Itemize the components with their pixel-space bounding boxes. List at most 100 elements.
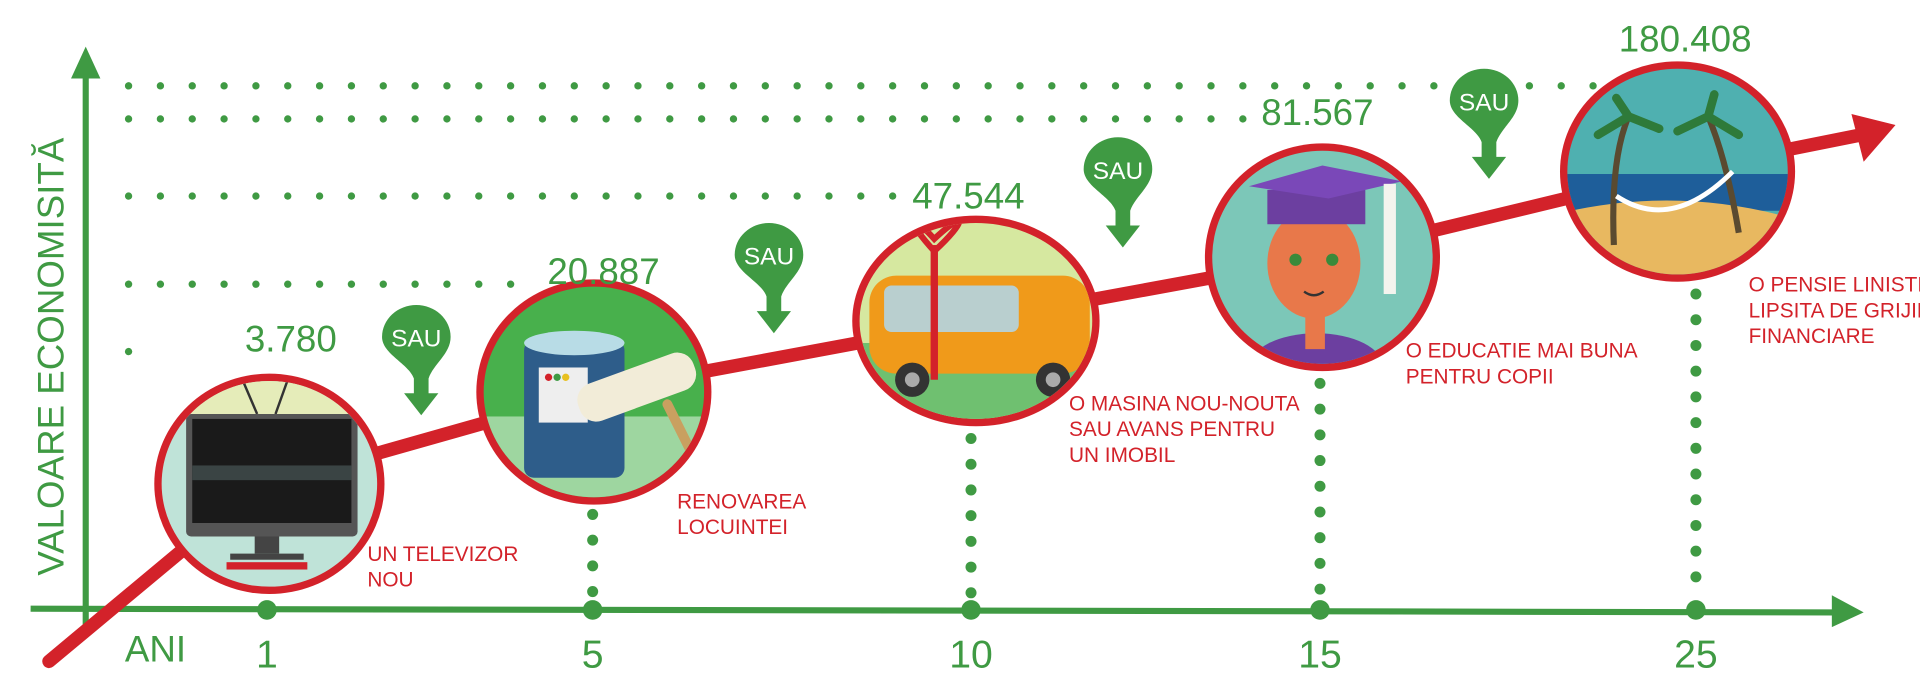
guide-dot (634, 192, 642, 200)
guide-dot (188, 192, 196, 200)
guide-dot (1080, 115, 1088, 123)
goal-caption: RENOVAREA (677, 490, 806, 513)
guide-dot (761, 192, 769, 200)
guide-dot (1111, 82, 1120, 90)
drop-dot (1314, 557, 1326, 569)
guide-dot (1398, 82, 1406, 90)
guide-dot (729, 115, 738, 123)
guide-dot (1111, 115, 1120, 123)
guide-dot (1430, 82, 1438, 90)
goal-caption: O MASINA NOU-NOUTA (1069, 392, 1300, 415)
guide-dot (315, 280, 324, 288)
value-label: 180.408 (1619, 19, 1752, 60)
drop-dot (587, 560, 599, 572)
guide-dot (1143, 82, 1152, 90)
guide-dot (506, 82, 515, 90)
x-tick-label: 5 (582, 633, 604, 676)
guide-dot (188, 115, 196, 123)
guide-dot (793, 192, 801, 200)
guide-dot (252, 192, 260, 200)
paint-can-icon (476, 279, 712, 505)
guide-dot (411, 115, 419, 123)
value-label: 81.567 (1261, 92, 1373, 133)
guide-dot (156, 280, 165, 288)
guide-dot (475, 280, 483, 288)
guide-dot (1175, 115, 1183, 123)
x-tick-label: 15 (1298, 633, 1342, 676)
sau-bubble: SAU (1083, 137, 1153, 248)
sau-label: SAU (391, 326, 441, 353)
guide-dot (888, 192, 897, 200)
drop-dot (1314, 532, 1326, 544)
guide-dot (411, 280, 419, 288)
guide-dot (347, 280, 356, 288)
y-axis-label: VALOARE ECONOMISITĂ (31, 137, 72, 575)
y-axis-arrow-icon (71, 46, 101, 79)
drop-dot (965, 433, 977, 445)
guide-dot (825, 115, 833, 123)
drop-dot (1314, 403, 1326, 415)
guide-dot (379, 115, 387, 123)
guide-dot (857, 82, 865, 90)
guide-dot (411, 82, 419, 90)
x-axis-arrow-icon (1831, 595, 1864, 628)
x-axis (30, 595, 1864, 628)
drop-dot (1314, 583, 1326, 595)
guide-dot (284, 280, 292, 288)
value-label: 3.780 (245, 319, 337, 360)
guide-dot (857, 192, 865, 200)
guide-dot (220, 192, 228, 200)
drop-dot (1690, 417, 1702, 429)
guide-dot (1175, 82, 1183, 90)
guide-dot (124, 192, 133, 200)
guide-dot (379, 82, 387, 90)
guide-dot (1366, 82, 1374, 90)
drop-dot (965, 587, 977, 599)
guide-dot (1048, 115, 1056, 123)
down-arrow-icon (382, 305, 451, 416)
sau-label: SAU (1093, 158, 1143, 185)
guide-dot (952, 115, 960, 123)
guide-dot (506, 192, 515, 200)
drop-dot (1314, 455, 1326, 467)
guide-dot (634, 115, 642, 123)
guide-dot (124, 280, 133, 288)
guide-dot (124, 82, 133, 90)
guide-dot (1207, 82, 1215, 90)
guide-dot (156, 192, 165, 200)
guide-dot (1239, 82, 1247, 90)
guide-dot (570, 82, 578, 90)
guide-dot (347, 82, 356, 90)
guide-dot (1271, 82, 1279, 90)
graduate-icon (1204, 143, 1440, 372)
drop-dot (965, 484, 977, 496)
guide-dot (124, 347, 133, 356)
goal-caption: LOCUINTEI (677, 516, 788, 539)
guide-dot (697, 82, 706, 90)
goal-caption: FINANCIARE (1749, 325, 1875, 348)
guide-dot (634, 82, 642, 90)
guide-dot (666, 115, 674, 123)
drop-dot (1314, 480, 1326, 492)
guide-dot (888, 115, 897, 123)
x-axis-label: ANI (125, 628, 186, 669)
x-tick-label: 1 (256, 633, 278, 676)
goal-caption: O EDUCATIE MAI BUNA (1406, 340, 1638, 363)
goal-caption: SAU AVANS PENTRU (1069, 418, 1275, 441)
guide-dot (475, 115, 483, 123)
drop-dot (1690, 442, 1702, 454)
guide-dot (156, 82, 165, 90)
guide-dot (1239, 115, 1247, 123)
guide-dot (315, 115, 324, 123)
guide-dot (1334, 82, 1343, 90)
guide-dot (729, 192, 738, 200)
drop-dot (1690, 288, 1702, 300)
goal-caption: NOU (367, 569, 413, 592)
drop-dot (965, 510, 977, 522)
guide-dot (984, 115, 992, 123)
guide-dot (538, 192, 547, 200)
guide-dot (506, 280, 515, 288)
guide-dot (920, 82, 929, 90)
guide-dot (793, 115, 801, 123)
trend-arrow-icon (1851, 114, 1896, 162)
